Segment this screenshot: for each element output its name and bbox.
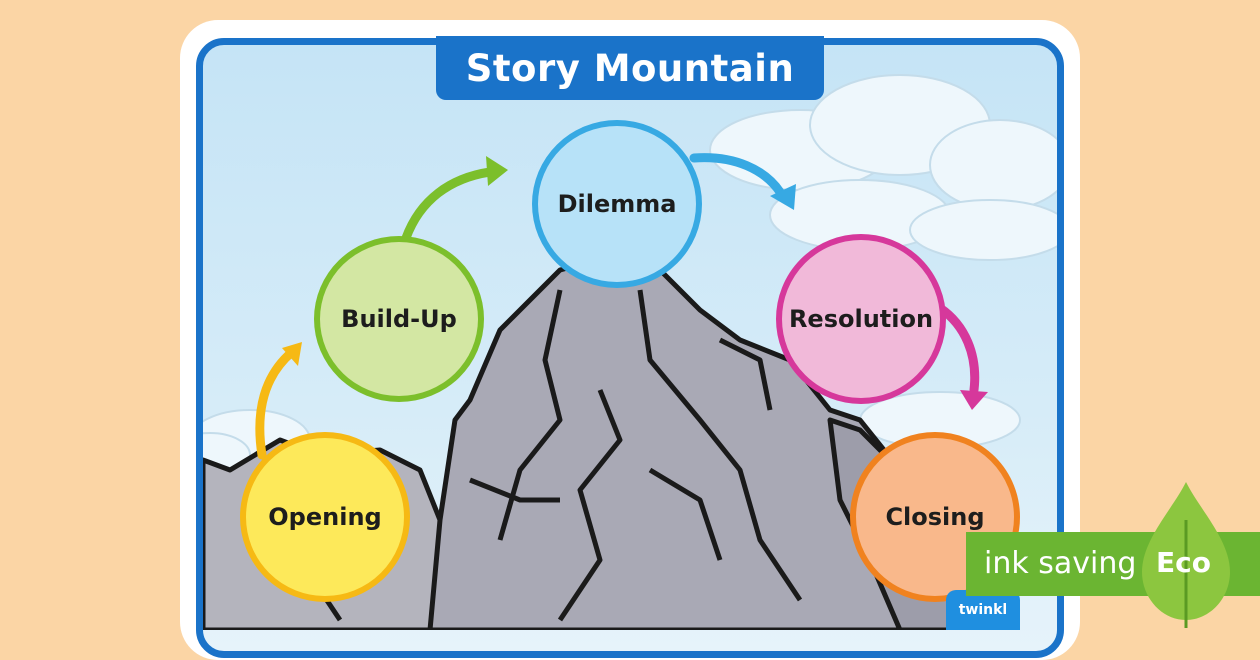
stage-buildup: Build-Up xyxy=(314,236,484,402)
arrow-dilemma-to-resolution xyxy=(689,153,796,210)
eco-label: Eco xyxy=(1156,546,1211,579)
stage-dilemma: Dilemma xyxy=(532,120,702,288)
stage-buildup-label: Build-Up xyxy=(341,305,457,333)
stage-opening-label: Opening xyxy=(268,503,382,531)
stage-closing-label: Closing xyxy=(885,503,985,531)
stage-resolution-label: Resolution xyxy=(788,305,934,333)
twinkl-logo-text: twinkl xyxy=(958,602,1008,618)
eco-badge-text: ink saving xyxy=(984,546,1137,581)
stage-resolution: Resolution xyxy=(776,234,946,404)
twinkl-logo: twinkl xyxy=(946,590,1020,630)
arrow-resolution-to-closing xyxy=(935,303,988,410)
arrow-opening-to-buildup xyxy=(255,342,302,460)
stage-opening: Opening xyxy=(240,432,410,602)
stage-dilemma-label: Dilemma xyxy=(557,190,677,218)
arrow-buildup-to-dilemma xyxy=(401,156,508,243)
leaf-icon xyxy=(1142,482,1230,628)
cloud-right xyxy=(709,74,1057,449)
page-title: Story Mountain xyxy=(436,36,824,100)
